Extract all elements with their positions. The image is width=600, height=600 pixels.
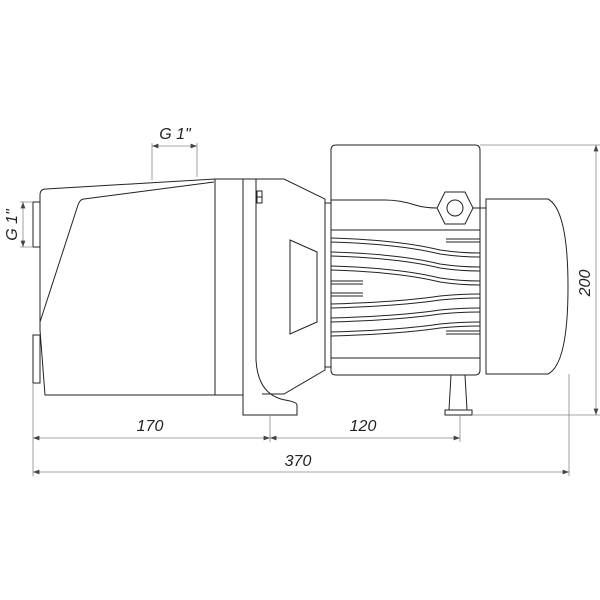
pump-flange <box>214 178 298 416</box>
motor-foot <box>444 374 473 416</box>
inspection-window <box>289 239 318 335</box>
motor <box>330 144 486 376</box>
inlet-port <box>32 201 41 248</box>
overall-height-label: 200 <box>577 270 594 298</box>
overall-length-label: 370 <box>285 453 312 470</box>
drain-port <box>32 334 41 384</box>
cable-gland-nut <box>436 191 474 225</box>
dimension-lines <box>20 143 600 476</box>
pump-housing <box>32 178 216 396</box>
pump-length-label: 170 <box>137 418 164 435</box>
fan-cover <box>485 198 569 375</box>
outlet-thread-label: G 1" <box>159 126 192 143</box>
foot-offset-label: 120 <box>350 418 377 435</box>
inlet-thread-label: G 1" <box>4 208 21 241</box>
adapter-housing <box>256 178 331 395</box>
